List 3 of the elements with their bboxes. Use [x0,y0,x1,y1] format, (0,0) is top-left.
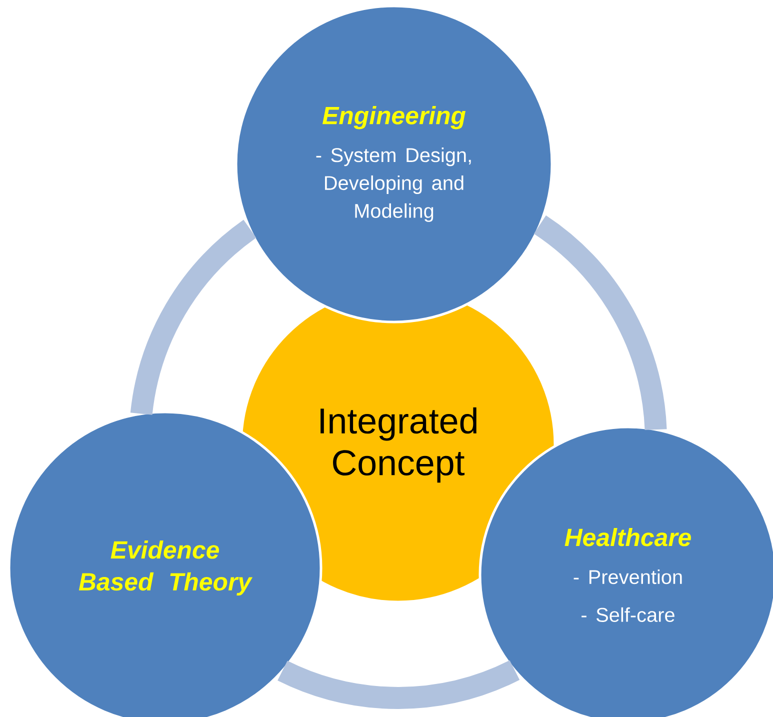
ring-arc [534,216,667,430]
ring-arc [278,660,520,709]
ring-arc [130,220,257,416]
